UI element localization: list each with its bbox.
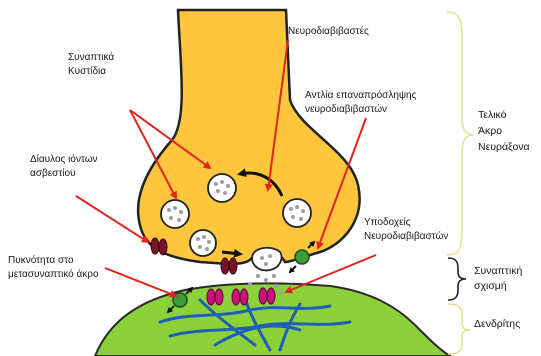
- red-arrow-icon: [76, 196, 148, 242]
- brace-icon: [447, 12, 474, 255]
- brace-icon: [448, 258, 466, 300]
- label-synaptic-cleft: Συναπτική σχισμή: [474, 265, 525, 292]
- label-neurotransmitters: Νευροδιαβιβαστές: [288, 25, 369, 37]
- label-postsynaptic-density: Πυκνότητα στο μετασυναπτικό άκρο: [8, 254, 99, 280]
- label-receptors: Υποδοχείς Νευροδιαβιβαστών: [364, 216, 448, 242]
- red-arrow-icon: [105, 268, 176, 296]
- label-axon-terminal: Τελικό Άκρο Νευράξονα: [478, 109, 530, 153]
- docking-arrow-icon: [222, 252, 240, 254]
- label-reuptake-pump: Αντλία επαναπρόσληψης νευροδιαβιβαστών: [305, 89, 419, 115]
- label-synaptic-vesicles: Συναπτικά Κυστίδια: [68, 51, 117, 77]
- right-braces: [447, 12, 474, 354]
- label-dendrite: Δενδρίτης: [474, 318, 520, 330]
- label-calcium-channel: Δίαυλος ιόντων ασβεστίου: [30, 153, 100, 179]
- brace-icon: [448, 304, 470, 354]
